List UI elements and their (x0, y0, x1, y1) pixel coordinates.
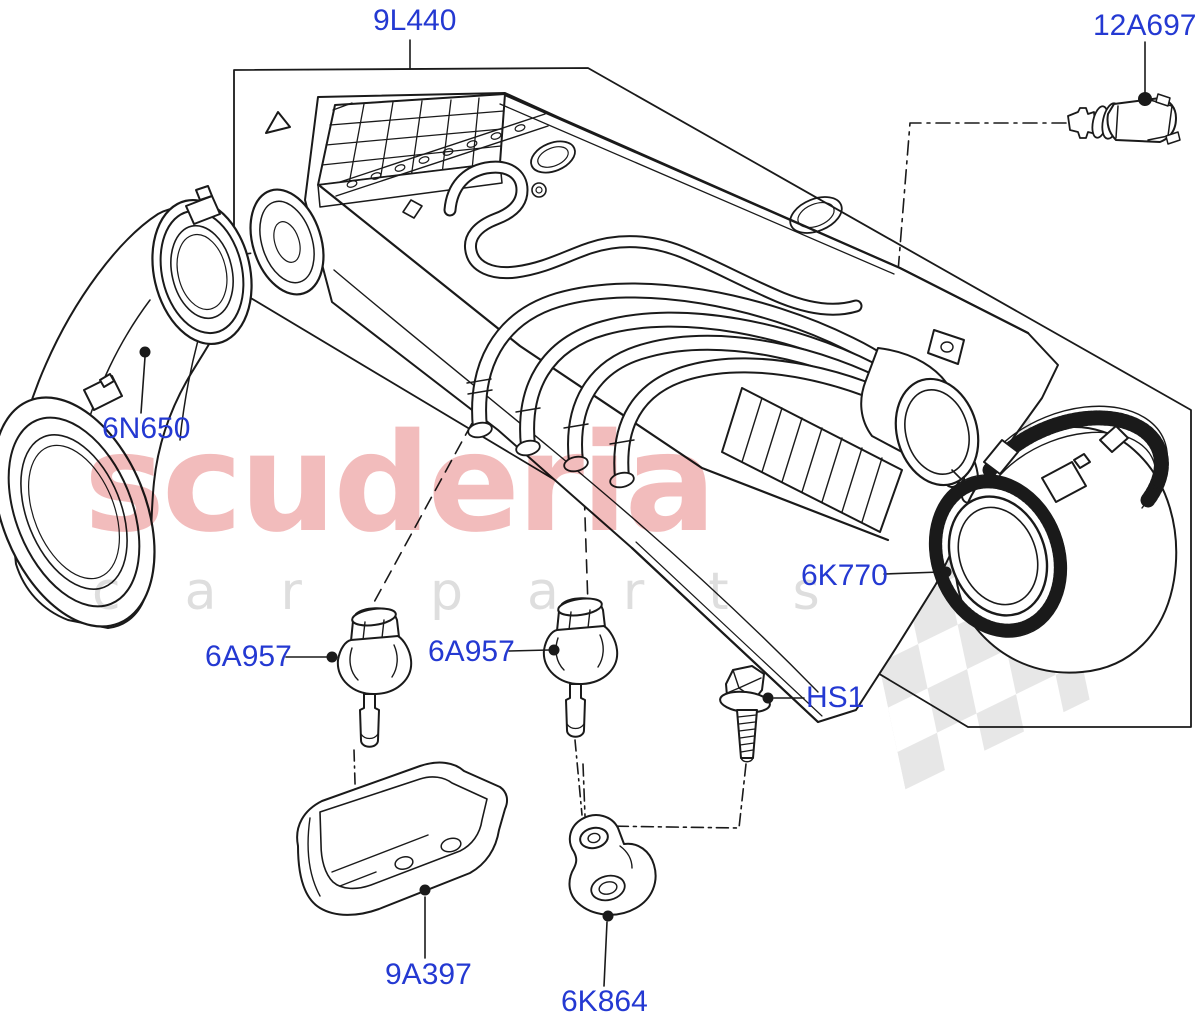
part-label-mount-left: 6A957 (205, 640, 292, 673)
bracket-drawing (568, 814, 657, 916)
inlet-duct-drawing (0, 185, 253, 629)
part-label-bracket: 6K864 (561, 985, 648, 1018)
part-label-sensor: 12A697 (1093, 9, 1197, 42)
air-cleaner-drawing (249, 92, 1059, 724)
shield-drawing (296, 761, 509, 916)
label-leader-lines (139, 39, 1152, 987)
mount-drawing-left (336, 605, 413, 748)
part-label-shield: 9A397 (385, 958, 472, 991)
part-label-inlet-duct: 6N650 (102, 412, 191, 445)
outlet-duct-drawing (928, 405, 1178, 674)
part-label-outlet-duct: 6K770 (801, 559, 888, 592)
part-label-mount-right: 6A957 (428, 635, 515, 668)
screw-drawing (719, 665, 771, 763)
mount-drawing-right (542, 595, 619, 738)
sensor-drawing (1067, 93, 1181, 145)
part-label-screw: HS1 (806, 681, 865, 714)
part-label-air-cleaner: 9L440 (373, 4, 457, 37)
